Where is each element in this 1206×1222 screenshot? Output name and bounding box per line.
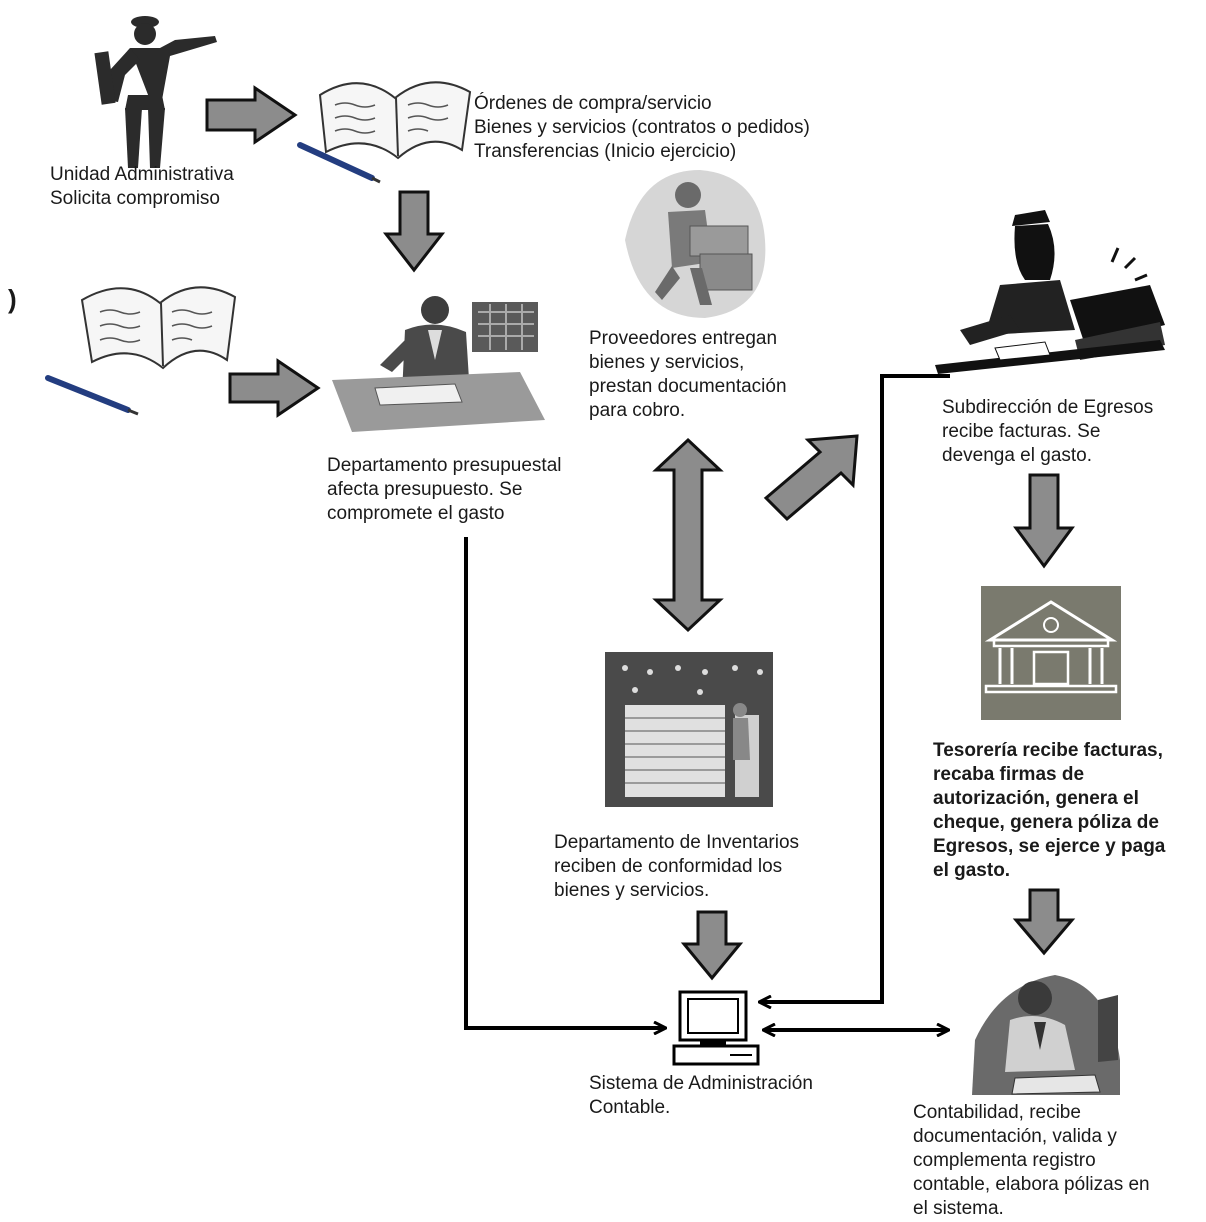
label-contabilidad: Contabilidad, recibe documentación, vali… — [913, 1101, 1150, 1221]
flow-arrow-ordenes-to-presupuestal — [382, 190, 446, 273]
label-departamento-inventarios: Departamento de Inventarios reciben de c… — [554, 831, 799, 903]
label-line: Bienes y servicios (contratos o pedidos) — [474, 117, 810, 138]
computer-icon — [672, 990, 760, 1066]
label-line: Contabilidad, recibe — [913, 1102, 1081, 1123]
flow-arrow-proveedores-inventarios — [652, 437, 724, 633]
label-line: Solicita compromiso — [50, 188, 220, 209]
label-line: documentación, valida y — [913, 1126, 1117, 1147]
label-ordenes: Órdenes de compra/servicio Bienes y serv… — [474, 92, 810, 164]
label-line: autorización, genera el — [933, 788, 1139, 809]
label-line: Subdirección de Egresos — [942, 397, 1154, 418]
woman-at-typewriter-icon — [935, 210, 1165, 374]
flow-arrow-book-to-presupuestal — [228, 358, 321, 418]
label-line: recibe facturas. Se — [942, 421, 1101, 442]
label-departamento-presupuestal: Departamento presupuestal afecta presupu… — [327, 454, 561, 526]
label-line: Contable. — [589, 1097, 671, 1118]
worker-carrying-boxes-icon — [625, 170, 766, 318]
flow-arrow-inventarios-to-sistema — [680, 910, 744, 981]
flow-arrow-to-subdireccion — [763, 434, 859, 522]
bank-building-icon — [981, 586, 1121, 720]
label-line: Órdenes de compra/servicio — [474, 93, 712, 114]
connector-subdireccion-to-sistema — [760, 374, 950, 1002]
label-proveedores: Proveedores entregan bienes y servicios,… — [589, 327, 787, 423]
flow-arrow-tesoreria-to-contabilidad — [1012, 888, 1076, 956]
label-subdireccion-egresos: Subdirección de Egresos recibe facturas.… — [942, 396, 1153, 468]
label-line: para cobro. — [589, 400, 686, 421]
label-line: afecta presupuesto. Se — [327, 479, 523, 500]
label-line: Proveedores entregan — [589, 328, 778, 349]
label-line: el sistema. — [913, 1198, 1004, 1219]
label-sistema-contable: Sistema de Administración Contable. — [589, 1072, 813, 1120]
label-line: Tesorería recibe facturas, — [933, 740, 1163, 761]
label-line: prestan documentación — [589, 376, 787, 397]
label-line: Sistema de Administración — [589, 1073, 813, 1094]
label-line: contable, elabora pólizas en — [913, 1174, 1150, 1195]
ledger-book-icon — [45, 286, 237, 416]
ledger-book-icon — [297, 81, 472, 184]
label-line: bienes y servicios. — [554, 880, 710, 901]
label-line: bienes y servicios, — [589, 352, 745, 373]
label-unidad-administrativa: Unidad Administrativa Solicita compromis… — [50, 163, 234, 211]
label-line: Transferencias (Inicio ejercicio) — [474, 141, 737, 162]
label-line: el gasto. — [933, 860, 1011, 881]
warehouse-icon — [605, 652, 773, 807]
label-line: reciben de conformidad los — [554, 856, 783, 877]
stray-parenthesis: ) — [8, 284, 17, 314]
flow-arrow-subdireccion-to-tesoreria — [1013, 473, 1075, 569]
flow-arrow-unidad-to-ordenes — [205, 85, 298, 145]
clerk-at-desk-icon — [332, 296, 545, 432]
commander-figure-icon — [94, 16, 217, 168]
label-line: devenga el gasto. — [942, 445, 1093, 466]
label-line: Unidad Administrativa — [50, 164, 234, 185]
label-line: Departamento de Inventarios — [554, 832, 800, 853]
connector-presupuestal-to-sistema — [464, 537, 665, 1028]
label-line: Egresos, se ejerce y paga — [933, 836, 1166, 857]
label-tesoreria: Tesorería recibe facturas, recaba firmas… — [933, 739, 1165, 883]
accountant-at-desk-icon — [972, 975, 1120, 1095]
label-line: compromete el gasto — [327, 503, 505, 524]
label-line: cheque, genera póliza de — [933, 812, 1159, 833]
label-line: recaba firmas de — [933, 764, 1085, 785]
label-line: Departamento presupuestal — [327, 455, 562, 476]
label-line: complementa registro — [913, 1150, 1096, 1171]
